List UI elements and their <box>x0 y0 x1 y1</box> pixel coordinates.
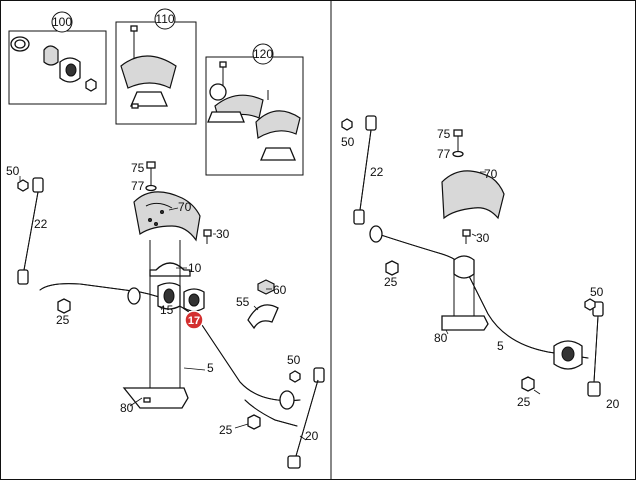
bolt-30[interactable] <box>203 229 212 244</box>
label-70: 70 <box>178 200 192 214</box>
label-30: 30 <box>476 231 490 245</box>
detail-box-120-label: 120 <box>253 47 273 61</box>
clamp-25-right[interactable] <box>385 260 399 276</box>
nut-50-left-top <box>17 179 29 192</box>
cover-70-right[interactable] <box>441 170 505 220</box>
label-55: 55 <box>236 295 250 309</box>
bushing-15[interactable] <box>157 282 181 310</box>
label-5: 5 <box>207 361 214 375</box>
label-10: 10 <box>188 261 202 275</box>
clamp-25-left[interactable] <box>57 298 261 430</box>
label-70: 70 <box>484 167 498 181</box>
part-60[interactable] <box>257 279 275 295</box>
label-80: 80 <box>120 401 134 415</box>
label-60: 60 <box>273 283 287 297</box>
washer-77-right <box>452 150 464 158</box>
label-15: 15 <box>160 303 174 317</box>
bolt-30-right[interactable] <box>462 229 471 244</box>
label-77: 77 <box>131 179 145 193</box>
highlight-marker-17[interactable]: 17 <box>184 310 204 330</box>
label-75: 75 <box>437 127 451 141</box>
label-20: 20 <box>305 429 319 443</box>
stabilizer-bar-5-right[interactable] <box>369 225 589 370</box>
label-5: 5 <box>497 339 504 353</box>
label-25: 25 <box>517 395 531 409</box>
link-22-left[interactable] <box>17 177 44 285</box>
label-25: 25 <box>56 313 70 327</box>
label-30: 30 <box>216 227 230 241</box>
label-22: 22 <box>370 165 384 179</box>
nut-50-left-bottom <box>289 370 301 383</box>
label-75: 75 <box>131 161 145 175</box>
leader-lines-right <box>445 171 541 395</box>
left-panel: 100 110 120 <box>6 8 325 469</box>
part-55[interactable] <box>247 304 279 330</box>
detail-box-110-label: 110 <box>155 12 174 26</box>
detail-box-110[interactable]: 110 <box>115 8 197 125</box>
detail-box-100-label: 100 <box>52 15 72 29</box>
bracket-80-right[interactable] <box>441 260 489 331</box>
right-panel: 50 22 75 77 70 30 25 80 5 50 25 20 <box>341 115 620 411</box>
cover-70[interactable] <box>133 191 201 242</box>
label-50: 50 <box>590 285 604 299</box>
label-25: 25 <box>219 423 233 437</box>
nut-50-right <box>584 298 596 311</box>
detail-box-120[interactable]: 120 <box>205 43 304 176</box>
clamp-25-right-bottom[interactable] <box>521 376 535 392</box>
link-20-right[interactable] <box>587 301 604 397</box>
bolt-75-right[interactable] <box>453 129 463 152</box>
leader-lines-left <box>129 207 307 441</box>
label-77: 77 <box>437 147 451 161</box>
link-20-left[interactable] <box>287 367 325 469</box>
label-50: 50 <box>287 353 301 367</box>
bolt-75[interactable] <box>146 161 156 186</box>
label-80: 80 <box>434 331 448 345</box>
label-22: 22 <box>34 217 48 231</box>
label-50: 50 <box>341 135 355 149</box>
bushing-17[interactable] <box>183 288 205 312</box>
clamp-10[interactable] <box>149 262 191 277</box>
washer-77 <box>145 184 157 192</box>
label-20: 20 <box>606 397 620 411</box>
detail-box-100[interactable]: 100 <box>8 11 107 105</box>
highlight-marker-label: 17 <box>188 315 200 327</box>
bracket-80[interactable] <box>122 240 189 409</box>
label-25: 25 <box>384 275 398 289</box>
label-50: 50 <box>6 164 20 178</box>
nut-50-right-top <box>341 118 353 131</box>
link-22-right[interactable] <box>353 115 377 225</box>
